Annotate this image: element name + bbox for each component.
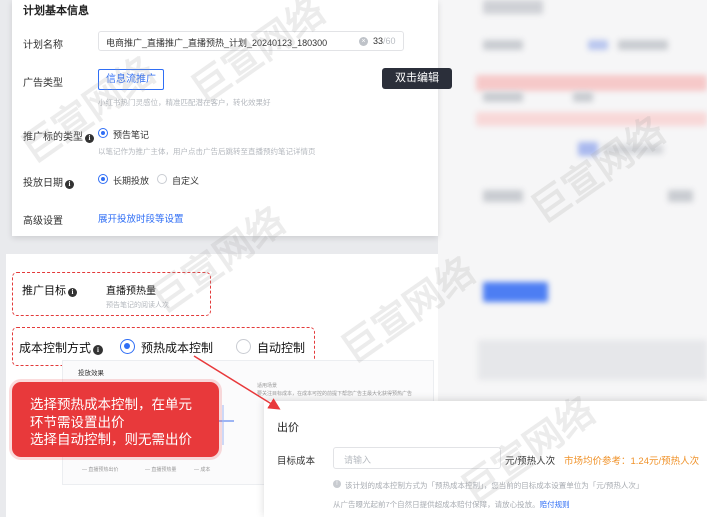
goal-value: 直播预热量 [106, 286, 156, 297]
preview-legend-volume: — 直播预热量 [145, 467, 177, 473]
callout-annotation: 选择预热成本控制，在单元 环节需设置出价 选择自动控制，则无需出价 [12, 382, 219, 457]
callout-line-1: 选择预热成本控制，在单元 [30, 397, 192, 412]
clear-icon[interactable]: × [359, 37, 368, 46]
info-icon[interactable]: i [85, 134, 94, 143]
plan-name-label: 计划名称 [23, 40, 63, 51]
plan-name-value: 电商推广_直播推广_直播预热_计划_20240123_180300 [106, 38, 328, 48]
blurred-block [483, 92, 523, 102]
bid-note-2-text: 从广告曝光起前7个自然日提供超成本赔付保障，请放心投放。 [333, 500, 540, 509]
blurred-block [483, 190, 523, 202]
preview-legend-cost: — 成本 [194, 467, 211, 473]
target-type-label: 推广标的类型 [23, 132, 83, 143]
goal-highlight-box [12, 272, 211, 316]
radio-preview-note[interactable] [98, 128, 108, 138]
blurred-block [476, 75, 707, 91]
blurred-block [618, 40, 668, 50]
section-title: 计划基本信息 [23, 5, 89, 17]
preview-chart-line [214, 420, 234, 422]
goal-hint: 预告笔记的阅读人次 [106, 302, 169, 309]
compensation-rules-link[interactable]: 赔付规则 [539, 500, 570, 509]
char-count: 33 [373, 36, 384, 46]
blurred-block [476, 112, 707, 126]
market-reference: 市场均价参考：1.24元/预热人次 [564, 456, 700, 467]
char-max: /60 [383, 36, 396, 46]
blurred-block [483, 282, 548, 302]
char-counter: 33/60 [373, 36, 396, 46]
plan-name-input[interactable]: 电商推广_直播推广_直播预热_计划_20240123_180300 × 33/6… [98, 31, 404, 51]
blurred-block [578, 142, 598, 156]
info-icon[interactable]: i [65, 180, 74, 189]
radio-long-term-label[interactable]: 长期投放 [113, 176, 150, 186]
blurred-block [603, 145, 663, 154]
advanced-label: 高级设置 [23, 216, 63, 227]
blurred-block [483, 40, 523, 50]
preview-scene-text: 要关注目标成本，在成本可控的前提下帮您广告主最大化获得预热广告 [257, 391, 413, 397]
target-type-hint: 以笔记作为推广主体，用户点击广告后跳转至直播预约笔记详情页 [98, 147, 316, 156]
bid-card: 出价 目标成本 请输入 元/预热人次 市场均价参考：1.24元/预热人次 ! 该… [264, 401, 707, 517]
callout-line-3: 选择自动控制，则无需出价 [30, 432, 192, 447]
info-icon[interactable]: i [93, 345, 104, 355]
radio-custom-date-label[interactable]: 自定义 [172, 176, 200, 186]
blurred-block [668, 190, 693, 202]
blurred-block [573, 92, 593, 102]
radio-preview-note-label[interactable]: 预告笔记 [113, 130, 150, 140]
cost-unit: 元/预热人次 [505, 456, 556, 467]
preview-legend-bid: — 直播预热出价 [82, 467, 119, 473]
radio-preheat-cost[interactable] [120, 339, 135, 354]
target-cost-input[interactable]: 请输入 [333, 447, 501, 469]
bid-note-1: 该计划的成本控制方式为「预热成本控制」，您当前的目标成本设置单位为「元/预热人次… [345, 481, 644, 490]
double-click-edit-tooltip: 双击编辑 [382, 68, 452, 89]
ad-type-label: 广告类型 [23, 78, 63, 89]
callout-line-2: 环节需设置出价 [30, 414, 125, 430]
radio-long-term[interactable] [98, 174, 108, 184]
goal-label: 推广目标 [22, 285, 66, 297]
preview-chart-axis [222, 405, 224, 445]
blurred-block [588, 40, 608, 50]
blurred-block [478, 340, 707, 380]
target-cost-label: 目标成本 [277, 456, 316, 467]
bid-title: 出价 [277, 422, 299, 434]
expand-advanced-link[interactable]: 展开投放时段等设置 [98, 214, 184, 225]
bid-note-2: 从广告曝光起前7个自然日提供超成本赔付保障，请放心投放。赔付规则 [333, 499, 570, 510]
date-label: 投放日期 [23, 178, 63, 189]
ad-type-feed-button[interactable]: 信息流推广 [98, 69, 164, 90]
radio-auto-control[interactable] [236, 339, 251, 354]
target-cost-placeholder: 请输入 [344, 455, 372, 465]
radio-auto-control-label[interactable]: 自动控制 [257, 341, 306, 355]
basic-info-card: 计划基本信息 计划名称 电商推广_直播推广_直播预热_计划_20240123_1… [12, 0, 438, 236]
ad-type-hint: 小红书热门灵感位，精准匹配潜在客户，转化效果好 [98, 98, 271, 107]
preview-scene-label: 适用场景 [257, 383, 278, 389]
info-icon[interactable]: i [68, 288, 77, 297]
info-icon: ! [333, 480, 341, 488]
blurred-block [483, 0, 543, 14]
cost-control-label: 成本控制方式 [19, 341, 92, 355]
preview-title: 投放效果 [78, 370, 104, 377]
radio-preheat-cost-label[interactable]: 预热成本控制 [141, 341, 214, 355]
radio-custom-date[interactable] [157, 174, 167, 184]
